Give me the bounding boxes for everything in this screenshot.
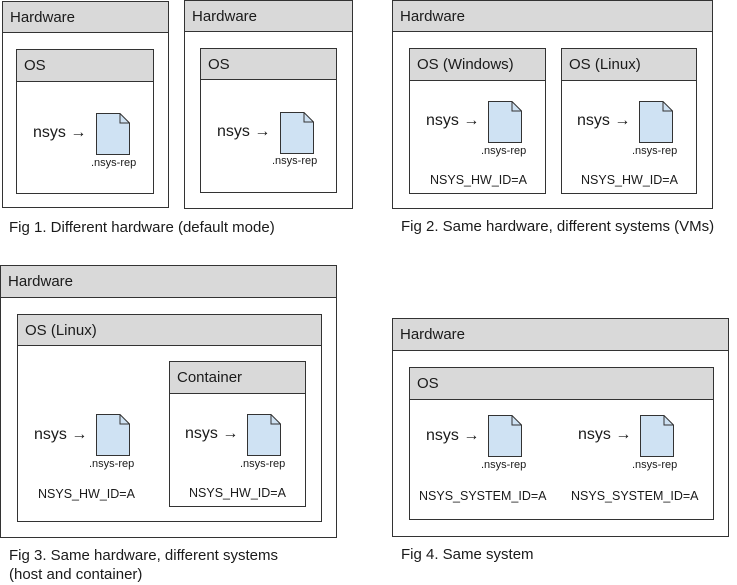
container-header: Container [170,362,305,394]
os-box: OS nsys → .nsys-rep [16,49,154,194]
report-file-icon [280,112,314,154]
nsys-command: nsys → [33,124,87,141]
hardware-label: Hardware [8,273,74,290]
report-extension: .nsys-rep [272,155,318,167]
os-label: OS [24,57,46,74]
hardware-header: Hardware [1,266,336,298]
fig4-hardware-box: Hardware OS nsys → .nsys-rep NSYS_SYSTEM… [392,318,729,537]
report-file-icon [488,101,522,143]
hw-id-label: NSYS_HW_ID=A [430,173,527,187]
report-extension: .nsys-rep [89,458,135,470]
fig3-hardware-box: Hardware OS (Linux) nsys → .nsys-rep NSY… [0,265,337,538]
hw-id-label: NSYS_HW_ID=A [581,173,678,187]
nsys-command: nsys → [34,426,88,443]
fig1-hardware-box-2: Hardware OS nsys → .nsys-rep [184,0,353,209]
os-header: OS [17,50,153,82]
hardware-label: Hardware [192,7,258,25]
fig2-hardware-box: Hardware OS (Windows) nsys → .nsys-rep N… [392,0,713,209]
system-id-label: NSYS_SYSTEM_ID=A [419,489,547,503]
fig4-caption: Fig 4. Same system [401,546,534,563]
os-windows-box: OS (Windows) nsys → .nsys-rep NSYS_HW_ID… [409,48,546,194]
report-file-icon [96,414,130,456]
report-extension: .nsys-rep [632,145,678,157]
fig1-caption: Fig 1. Different hardware (default mode) [9,219,275,236]
container-label: Container [177,369,243,386]
os-label: OS (Linux) [25,321,97,339]
hardware-header: Hardware [393,1,712,32]
system-id-label: NSYS_SYSTEM_ID=A [571,489,699,503]
os-label: OS (Windows) [417,56,514,73]
report-file-icon [488,415,522,457]
report-extension: .nsys-rep [91,157,137,169]
os-header: OS (Windows) [410,49,545,81]
report-extension: .nsys-rep [481,459,527,471]
os-label: OS [208,55,230,73]
os-label: OS [417,375,439,392]
os-linux-box: OS (Linux) nsys → .nsys-rep NSYS_HW_ID=A [561,48,697,194]
report-extension: .nsys-rep [632,459,678,471]
os-linux-box: OS (Linux) nsys → .nsys-rep NSYS_HW_ID=A… [17,314,322,522]
hardware-header: Hardware [3,2,168,33]
os-box: OS nsys → .nsys-rep [200,48,337,193]
report-extension: .nsys-rep [240,458,286,470]
os-label: OS (Linux) [569,56,641,73]
os-header: OS [410,368,713,400]
hw-id-label: NSYS_HW_ID=A [189,486,286,500]
os-header: OS [201,49,336,80]
report-extension: .nsys-rep [481,145,527,157]
container-box: Container nsys → .nsys-rep NSYS_HW_ID=A [169,361,306,507]
nsys-command: nsys → [577,112,631,129]
report-file-icon [96,113,130,155]
os-header: OS (Linux) [18,315,321,346]
fig3-caption-line1: Fig 3. Same hardware, different systems [9,547,279,564]
hardware-label: Hardware [400,326,466,343]
nsys-command: nsys → [578,426,632,443]
report-file-icon [640,415,674,457]
nsys-command: nsys → [217,123,271,140]
os-box: OS nsys → .nsys-rep NSYS_SYSTEM_ID=A nsy… [409,367,714,520]
hardware-label: Hardware [10,8,76,26]
fig3-caption-line2: (host and container) [9,566,143,583]
nsys-command: nsys → [426,427,480,444]
fig2-caption: Fig 2. Same hardware, different systems … [401,218,715,235]
hw-id-label: NSYS_HW_ID=A [38,487,135,501]
hardware-header: Hardware [393,319,728,351]
report-file-icon [247,414,281,456]
nsys-command: nsys → [185,425,239,442]
hardware-label: Hardware [400,7,466,25]
report-file-icon [639,101,673,143]
hardware-header: Hardware [185,1,352,32]
nsys-command: nsys → [426,112,480,129]
os-header: OS (Linux) [562,49,696,81]
fig1-hardware-box-1: Hardware OS nsys → .nsys-rep [2,1,169,208]
